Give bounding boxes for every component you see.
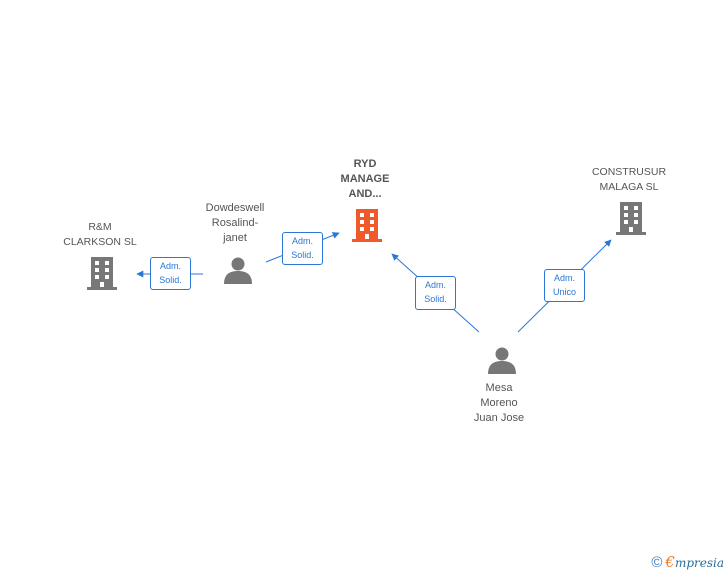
edge-label-dowdeswell-rm[interactable]: Adm. Solid.: [150, 257, 191, 290]
role-line: Unico: [552, 287, 576, 297]
company-name-line: CONSTRUSUR: [591, 166, 667, 178]
edge-label-mesa-ryd[interactable]: Adm. Solid.: [415, 276, 456, 310]
person-label-mesa[interactable]: Mesa Moreno Juan Jose: [454, 381, 544, 426]
person-name-line: Moreno: [480, 397, 518, 409]
person-name-line: janet: [223, 232, 247, 244]
person-name-line: Dowdeswell: [205, 202, 265, 214]
building-icon[interactable]: [86, 255, 118, 291]
role-line: Adm.: [291, 236, 313, 246]
person-icon[interactable]: [222, 254, 254, 286]
role-line: Adm.: [553, 273, 575, 283]
company-label-construsur[interactable]: CONSTRUSUR MALAGA SL: [574, 165, 684, 195]
role-line: Adm.: [424, 280, 446, 290]
company-name-line: MALAGA SL: [599, 181, 659, 193]
company-name-line: AND...: [348, 188, 382, 200]
role-line: Adm.: [159, 261, 181, 271]
company-name-line: MANAGE: [340, 173, 390, 185]
person-label-dowdeswell[interactable]: Dowdeswell Rosalind- janet: [190, 201, 280, 246]
edge-label-dowdeswell-ryd[interactable]: Adm. Solid.: [282, 232, 323, 265]
role-line: Solid.: [424, 294, 447, 304]
person-icon[interactable]: [486, 344, 518, 376]
copyright-icon: ©: [651, 553, 663, 571]
company-name-line: RYD: [353, 158, 377, 170]
company-label-ryd[interactable]: RYD MANAGE AND...: [325, 157, 405, 202]
person-name-line: Mesa: [485, 382, 513, 394]
building-icon-main[interactable]: [351, 207, 383, 243]
edges-layer: [136, 232, 612, 333]
brand-logo[interactable]: €mpresia: [665, 553, 724, 571]
company-name-line: R&M: [88, 221, 112, 233]
person-name-line: Rosalind-: [211, 217, 259, 229]
company-label-rm[interactable]: R&M CLARKSON SL: [50, 220, 150, 250]
person-name-line: Juan Jose: [473, 412, 525, 424]
role-line: Solid.: [159, 275, 182, 285]
building-icon[interactable]: [615, 200, 647, 236]
role-line: Solid.: [291, 250, 314, 260]
footer-credit: © €mpresia: [651, 553, 724, 571]
company-name-line: CLARKSON SL: [63, 236, 137, 248]
edge-label-mesa-construsur[interactable]: Adm. Unico: [544, 269, 585, 302]
